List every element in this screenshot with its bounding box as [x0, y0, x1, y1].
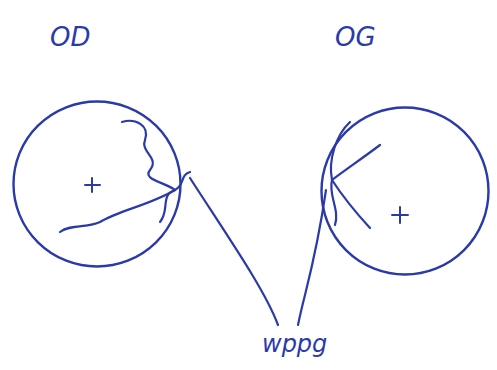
eye-circle: OG	[320, 106, 490, 276]
leader-line	[298, 190, 326, 325]
vessel	[60, 190, 175, 232]
vessel	[175, 172, 190, 190]
eye-circle: OD	[12, 100, 182, 268]
circle-outline	[320, 106, 490, 276]
circle-outline	[12, 100, 182, 268]
note-label: wppg	[262, 330, 327, 358]
fovea-cross	[85, 178, 100, 192]
leader-line	[190, 178, 278, 325]
eye-label: OD	[50, 22, 91, 52]
fovea-cross	[392, 207, 408, 223]
vessel	[122, 121, 175, 222]
eye-label: OG	[335, 22, 376, 52]
vessel	[332, 180, 370, 228]
